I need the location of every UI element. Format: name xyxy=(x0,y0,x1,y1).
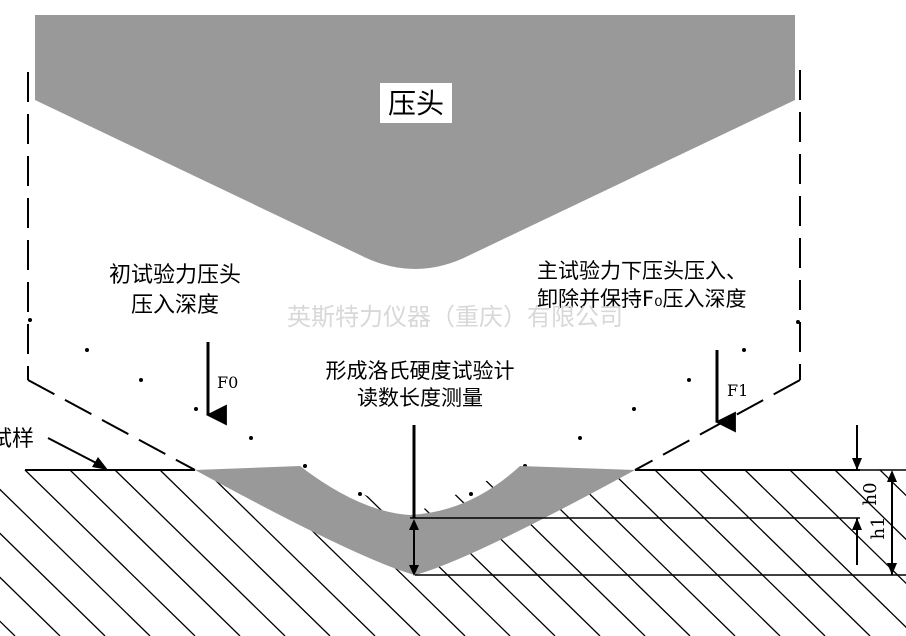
h1-arrowhead-top xyxy=(887,470,897,482)
hatch-line xyxy=(0,469,106,636)
main-depth-label-2: 卸除并保持F₀压入深度 xyxy=(537,287,747,311)
reading-label-1: 形成洛氏硬度试验计 xyxy=(326,359,515,383)
specimen-label: 试样 xyxy=(0,427,34,452)
h0-arrowhead-bottom xyxy=(852,518,862,530)
hatch-line xyxy=(564,469,736,636)
hatch-line xyxy=(0,469,151,636)
hatch-line xyxy=(0,469,61,636)
depth-h1-label: h1 xyxy=(868,516,889,539)
hatch-line xyxy=(744,469,906,636)
indenter xyxy=(35,15,795,269)
preload-depth-label-2: 压入深度 xyxy=(131,293,219,318)
hatch-line xyxy=(834,469,906,636)
hatch-line xyxy=(69,469,241,636)
hatch-line xyxy=(114,469,286,636)
indentation xyxy=(195,466,635,575)
h0-arrowhead-top xyxy=(852,458,862,470)
hatch-line xyxy=(159,469,331,636)
h1-arrowhead-bottom xyxy=(887,563,897,575)
hatch-line xyxy=(699,469,871,636)
hatch-line xyxy=(429,469,601,636)
depth-reference-lines xyxy=(410,469,906,576)
force-f1-label: F1 xyxy=(727,381,748,400)
hatch-line xyxy=(789,469,906,636)
hatch-line xyxy=(24,469,196,636)
hatch-line xyxy=(609,469,781,636)
force-f0-label: F0 xyxy=(217,373,238,392)
hatch-line xyxy=(654,469,826,636)
indenter-label: 压头 xyxy=(388,87,444,120)
hatch-line xyxy=(0,469,16,636)
watermark: 英斯特力仪器（重庆）有限公司 xyxy=(287,303,623,331)
hatch-line xyxy=(204,469,376,636)
main-depth-label-1: 主试验力下压头压入、 xyxy=(537,259,747,283)
depth-h0-label: h0 xyxy=(860,482,881,505)
indenter-label-box xyxy=(380,83,452,123)
dotted-profile xyxy=(28,318,800,496)
preload-depth-label-1: 初试验力压头 xyxy=(109,263,241,288)
reading-arrowhead-down xyxy=(409,565,419,576)
specimen-pointer xyxy=(47,437,103,467)
reading-label-2: 读数长度测量 xyxy=(357,386,483,410)
specimen-pointer-head xyxy=(92,457,108,470)
reading-arrowhead-up xyxy=(409,519,419,530)
